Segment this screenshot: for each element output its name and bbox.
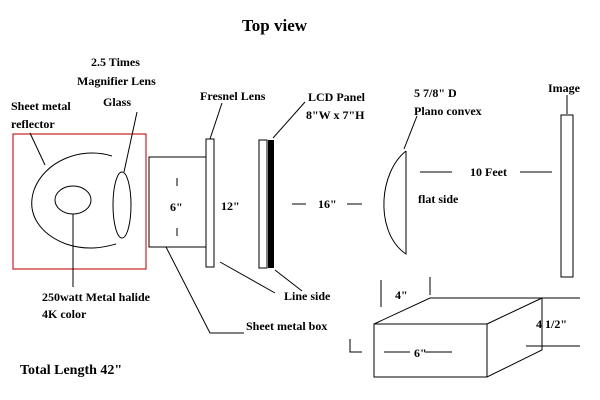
label-box-depth: 4" <box>395 288 408 302</box>
leader-box <box>165 246 211 334</box>
label-gap-16: 16" <box>318 197 337 211</box>
label-image: Image <box>548 81 580 95</box>
leader-lcd <box>272 101 306 139</box>
box-3d-outline <box>373 297 543 378</box>
plano-convex-lens <box>383 150 407 255</box>
lcd-glass <box>258 139 268 269</box>
reflector-arc <box>31 152 117 249</box>
label-magnifier-1: 2.5 Times <box>91 55 140 69</box>
label-sheet-metal-box: Sheet metal box <box>246 319 328 333</box>
diagram-title: Top view <box>242 16 308 35</box>
label-magnifier-3: Glass <box>103 95 132 109</box>
label-flat-side: flat side <box>418 192 459 206</box>
label-lamp-1: 250watt Metal halide <box>42 290 150 304</box>
lcd-panel <box>268 140 274 268</box>
magnifier-lens <box>112 171 132 239</box>
leader-fresnel <box>209 102 223 140</box>
leader-magnifier <box>123 111 138 173</box>
label-lamp-2: 4K color <box>42 307 87 321</box>
label-reflector-2: reflector <box>11 117 55 131</box>
label-planoconvex-1: 5 7/8" D <box>414 86 457 100</box>
label-reflector-1: Sheet metal <box>11 99 71 113</box>
label-fresnel: Fresnel Lens <box>200 89 266 103</box>
leader-reflector <box>29 132 46 166</box>
leader-line-side <box>219 261 276 294</box>
label-line-side: Line side <box>284 289 331 303</box>
label-fresnel-height: 12" <box>221 199 240 213</box>
label-lcd-2: 8"W x 7"H <box>306 108 365 122</box>
fresnel-lens <box>205 138 215 268</box>
label-box-height: 6" <box>170 200 183 214</box>
label-throw-10ft: 10 Feet <box>470 165 507 179</box>
label-lcd-1: LCD Panel <box>308 90 365 104</box>
lamp-bulb <box>54 185 92 215</box>
label-box-box-height: 4 1/2" <box>536 317 567 331</box>
lamp-housing <box>12 133 147 270</box>
label-planoconvex-2: Plano convex <box>414 104 482 118</box>
box-3d-top-edge <box>486 297 543 325</box>
label-box-width: 6" <box>414 346 427 360</box>
label-magnifier-2: Magnifier Lens <box>77 74 156 88</box>
leader-planoconvex <box>403 115 418 150</box>
image-screen <box>560 114 574 278</box>
dim-left-bracket <box>349 339 362 353</box>
total-length: Total Length 42" <box>20 363 123 378</box>
leader-lcd-lower <box>274 269 303 292</box>
